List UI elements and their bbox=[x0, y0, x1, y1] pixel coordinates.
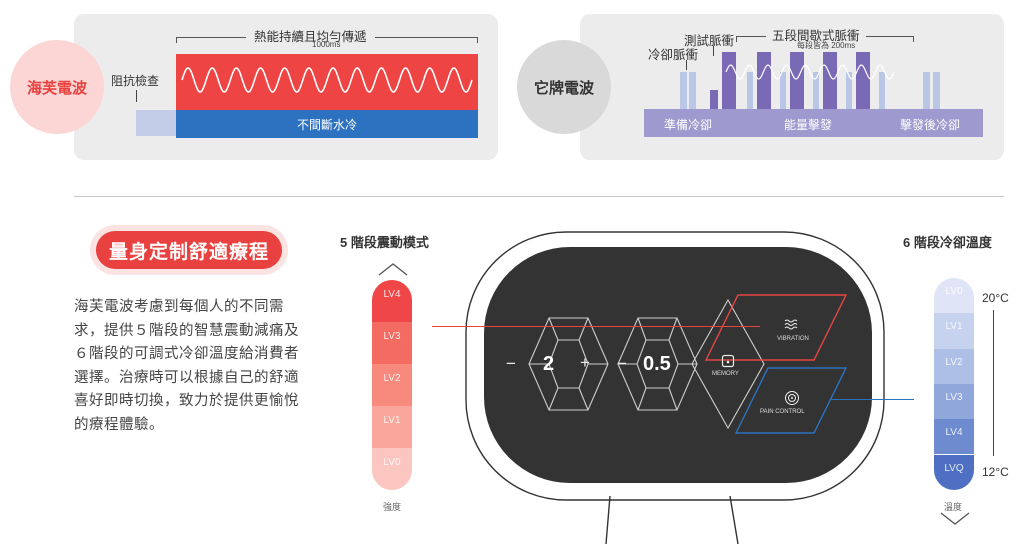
phase-pre: 準備冷卻 bbox=[664, 118, 713, 132]
temp-low: 12°C bbox=[982, 465, 1009, 479]
burst-bar bbox=[757, 52, 771, 110]
impedance-block bbox=[136, 110, 176, 136]
left-value: 2 bbox=[543, 353, 555, 375]
heat-block bbox=[176, 54, 478, 110]
cool-pulse-bar bbox=[923, 72, 930, 110]
phase-energy: 能量擊發 bbox=[784, 118, 833, 132]
cooling-title: 6 階段冷卻溫度 bbox=[903, 235, 992, 250]
vibration-level-lv4[interactable]: LV4 bbox=[372, 280, 412, 322]
cool-pulse-bar bbox=[846, 72, 852, 110]
burst-bar bbox=[856, 52, 870, 110]
cool-pulse-bar bbox=[879, 72, 885, 110]
heat-duration: 1000ms bbox=[312, 40, 341, 49]
burst-label: 五段間歇式脈衝 bbox=[766, 25, 866, 44]
chevron-down-icon bbox=[940, 512, 970, 525]
temp-high: 20°C bbox=[982, 291, 1009, 305]
heat-label: 熱能持續且均勻傳遞 bbox=[246, 26, 375, 45]
cooling-pointer-line bbox=[830, 399, 914, 400]
burst-bar bbox=[823, 52, 837, 110]
vibration-level-lv3[interactable]: LV3 bbox=[372, 322, 412, 364]
tagline-text: 量身定制舒適療程 bbox=[108, 241, 269, 263]
impedance-label: 阻抗檢查 bbox=[111, 74, 160, 88]
feature-description: 海芙電波考慮到每個人的不同需求，提供５階段的智慧震動減痛及６階段的可調式冷卻溫度… bbox=[74, 299, 299, 433]
cooling-caption: 溫度 bbox=[944, 502, 963, 512]
burst-bar bbox=[790, 52, 804, 110]
cooling-level-lv1[interactable]: LV1 bbox=[934, 313, 974, 349]
test-pulse-bar bbox=[710, 90, 718, 110]
cooling-level-lvq[interactable]: LVQ bbox=[934, 454, 974, 490]
phase-post: 擊發後冷卻 bbox=[900, 118, 961, 132]
vibration-panel-outline bbox=[704, 294, 848, 361]
cooling-level-lv4[interactable]: LV4 bbox=[934, 419, 974, 455]
ours-name-badge: 海芙電波 bbox=[10, 40, 104, 134]
tagline-badge: 量身定制舒適療程 bbox=[96, 231, 282, 269]
heat-wave bbox=[181, 67, 473, 93]
left-plus-button[interactable]: + bbox=[580, 353, 590, 372]
pain-panel-outline bbox=[734, 367, 848, 434]
device-panel bbox=[528, 294, 848, 434]
memory-label: MEMORY bbox=[712, 371, 739, 377]
cool-pulse-bar bbox=[933, 72, 940, 110]
vibration-caption: 強度 bbox=[383, 502, 402, 512]
burst-wave bbox=[725, 64, 895, 80]
cool-pulse-bar bbox=[813, 72, 819, 110]
burst-bar bbox=[722, 52, 736, 110]
right-minus-button[interactable]: − bbox=[617, 354, 627, 373]
ours-name: 海芙電波 bbox=[26, 79, 87, 97]
cool-pulse-bar bbox=[680, 72, 687, 110]
other-name: 它牌電波 bbox=[533, 79, 594, 97]
impedance-tick bbox=[136, 90, 137, 102]
other-pulse-graph bbox=[680, 52, 940, 110]
chevron-up-icon bbox=[378, 263, 408, 276]
memory-diamond bbox=[691, 298, 765, 430]
memory-icon[interactable] bbox=[721, 354, 735, 368]
other-phase-bar: 準備冷卻 能量擊發 擊發後冷卻 bbox=[644, 109, 983, 137]
test-pulse-tick bbox=[713, 46, 714, 56]
vibration-label: VIBRATION bbox=[777, 336, 809, 342]
cooling-level-lv3[interactable]: LV3 bbox=[934, 383, 974, 420]
left-stepper-hex bbox=[528, 317, 609, 411]
cool-pulse-bar bbox=[780, 72, 786, 110]
cooling-label: 不間斷水冷 bbox=[296, 117, 357, 132]
left-minus-button[interactable]: − bbox=[506, 354, 516, 373]
cooling-level-lv0[interactable]: LV0 bbox=[934, 278, 974, 314]
section-divider bbox=[74, 196, 1004, 197]
cool-pulse-bar bbox=[747, 72, 753, 110]
right-value: 0.5 bbox=[643, 353, 671, 375]
cool-pulse-label: 冷卻脈衝 bbox=[648, 48, 699, 62]
other-name-badge: 它牌電波 bbox=[517, 40, 611, 134]
cooling-block: 不間斷水冷 bbox=[176, 110, 478, 138]
vibration-level-lv0[interactable]: LV0 bbox=[372, 448, 412, 490]
right-stepper-hex bbox=[617, 317, 698, 411]
cool-pulse-bar bbox=[689, 72, 696, 110]
temp-scale-line bbox=[993, 310, 994, 456]
vibration-level-lv2[interactable]: LV2 bbox=[372, 364, 412, 406]
burst-note: 每段皆為 200ms bbox=[797, 41, 856, 50]
test-pulse-label: 測試脈衝 bbox=[684, 34, 735, 48]
target-icon[interactable] bbox=[784, 390, 800, 406]
pain-control-label: PAIN CONTROL bbox=[760, 409, 805, 415]
vibration-icon[interactable] bbox=[784, 318, 800, 330]
vibration-title: 5 階段震動模式 bbox=[340, 235, 429, 250]
cooling-level-lv2[interactable]: LV2 bbox=[934, 348, 974, 384]
cool-pulse-tick bbox=[686, 60, 687, 70]
vibration-pointer-line bbox=[432, 326, 760, 327]
vibration-level-lv1[interactable]: LV1 bbox=[372, 406, 412, 448]
